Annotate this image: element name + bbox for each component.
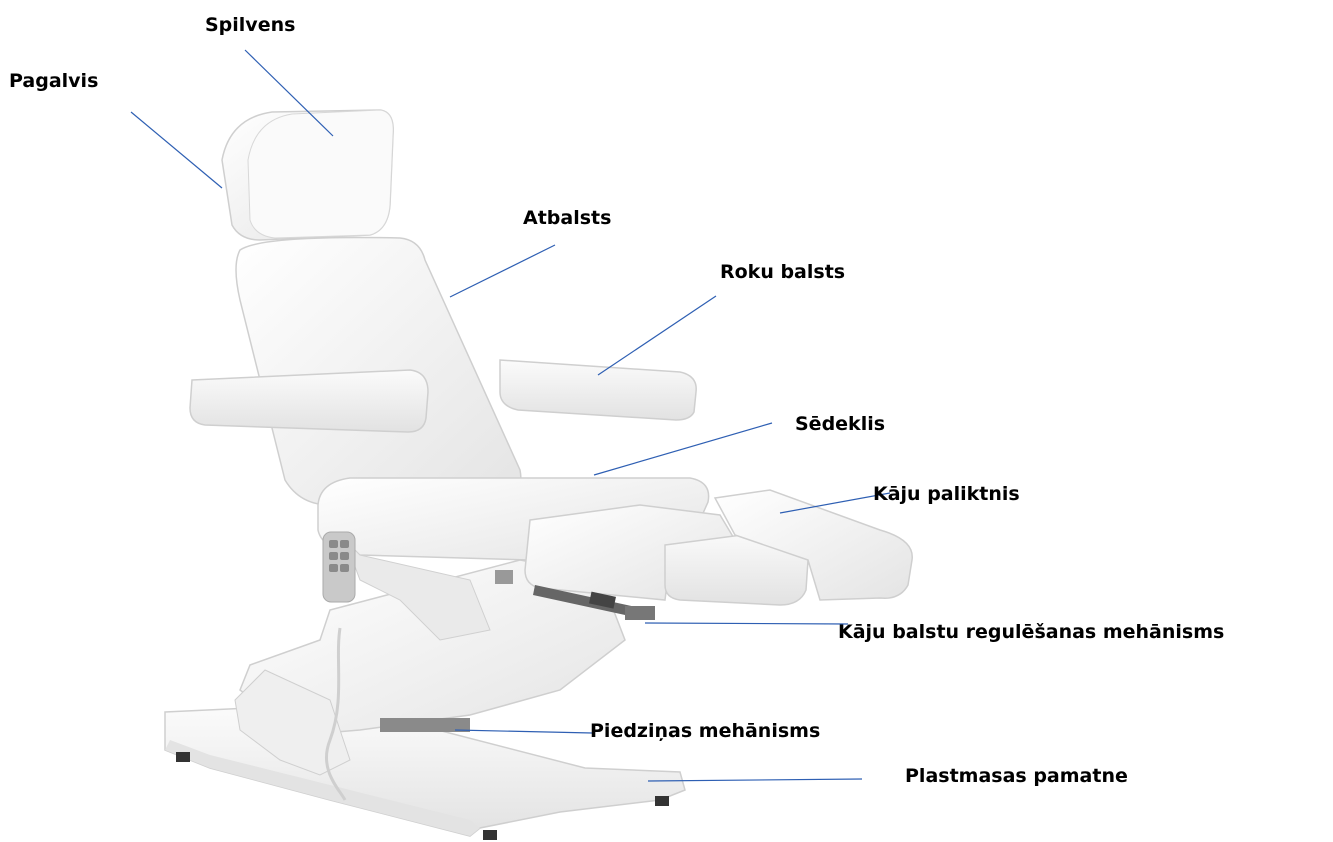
leader-roku-balsts: [598, 296, 716, 375]
leader-pagalvis: [131, 112, 222, 188]
label-sedeklis: Sēdeklis: [795, 415, 885, 434]
headrest: [222, 110, 393, 240]
leader-piedzinas: [455, 730, 592, 733]
label-spilvens: Spilvens: [205, 16, 295, 35]
label-pagalvis: Pagalvis: [9, 72, 98, 91]
label-kaju-balstu-mehanisms: Kāju balstu regulēšanas mehānisms: [838, 623, 1224, 642]
leader-kaju-balstu: [645, 623, 848, 624]
leader-sedeklis: [594, 423, 772, 475]
left-armrest: [190, 370, 428, 432]
label-kaju-paliktnis: Kāju paliktnis: [873, 485, 1020, 504]
right-armrest: [500, 360, 696, 420]
leader-atbalsts: [450, 245, 555, 297]
label-atbalsts: Atbalsts: [523, 209, 611, 228]
label-plastmasas-pamatne: Plastmasas pamatne: [905, 767, 1128, 786]
label-piedzinas-mehanisms: Piedziņas mehānisms: [590, 722, 820, 741]
label-roku-balsts: Roku balsts: [720, 263, 845, 282]
